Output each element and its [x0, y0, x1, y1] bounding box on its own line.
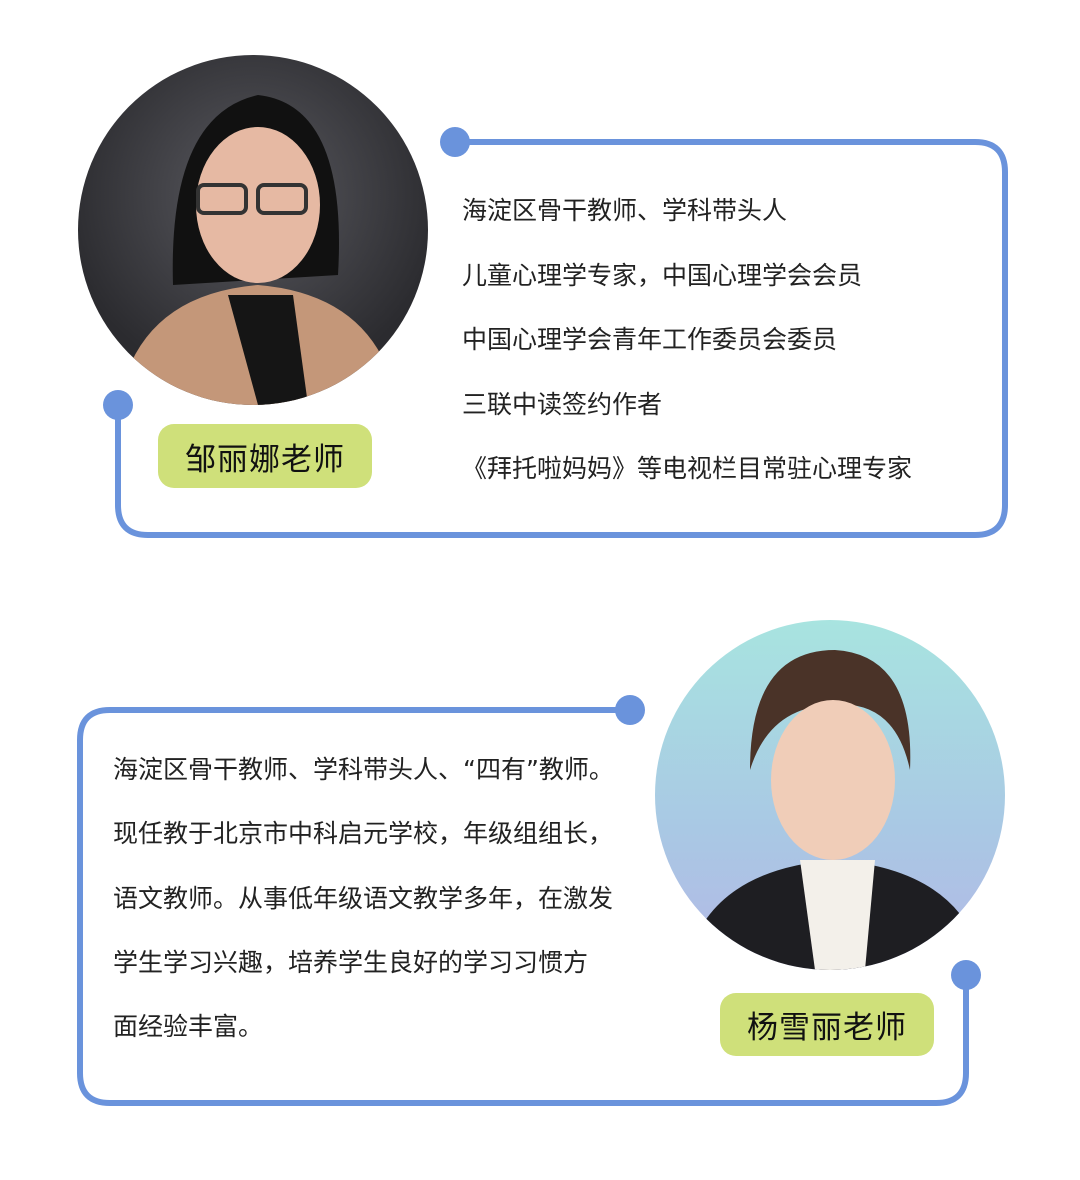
bio-line: 中国心理学会青年工作委员会委员 [462, 325, 838, 354]
bio-line: 现任教于北京市中科启元学校，年级组组长， [113, 819, 614, 848]
bio-line: 三联中读签约作者 [462, 390, 663, 419]
teacher-2-photo [655, 620, 1005, 970]
card-2-frame [77, 707, 969, 1106]
card-1-frame [115, 139, 1008, 538]
card-1-dot-top [440, 127, 470, 157]
teacher-2-name-badge: 杨雪丽老师 [720, 993, 934, 1056]
bio-line: 海淀区骨干教师、学科带头人、“四有”教师。 [113, 755, 614, 784]
teacher-1-photo [78, 55, 428, 405]
bio-line: 面经验丰富。 [113, 1012, 264, 1041]
bio-line: 语文教师。从事低年级语文教学多年，在激发 [113, 884, 614, 913]
teacher-1-name-badge: 邹丽娜老师 [158, 424, 372, 488]
bio-line: 儿童心理学专家，中国心理学会会员 [462, 261, 863, 290]
card-1-dot-left [103, 390, 133, 420]
bio-line: 学生学习兴趣，培养学生良好的学习习惯方 [113, 948, 589, 977]
bio-line: 海淀区骨干教师、学科带头人 [462, 196, 788, 225]
card-2-dot-top [615, 695, 645, 725]
bio-line: 《拜托啦妈妈》等电视栏目常驻心理专家 [462, 454, 913, 483]
card-2-dot-right [951, 960, 981, 990]
